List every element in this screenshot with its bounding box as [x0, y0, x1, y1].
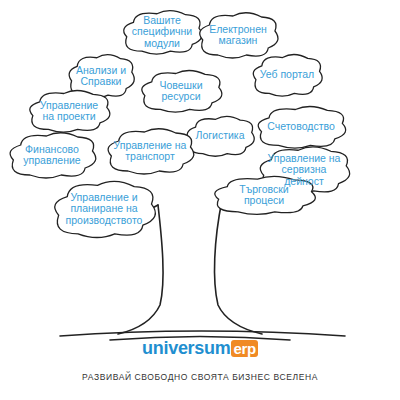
module-name: Логистика	[195, 130, 244, 142]
leaf-cloud: Счетоводство	[254, 104, 348, 150]
module-name: Анализи и Справки	[75, 65, 127, 88]
module-name: Електронен магазин	[205, 24, 271, 47]
cloud-shape	[142, 71, 222, 113]
logo-text: universum	[142, 338, 230, 358]
cloud-shape	[258, 107, 346, 149]
leaf-cloud: Логистика	[184, 114, 256, 158]
logo-text: erp	[231, 340, 257, 357]
trunk-right	[215, 200, 262, 334]
leaf-cloud: Управление и планиране на производството	[50, 178, 158, 240]
cloud-shape	[253, 55, 322, 97]
leaf-cloud: Човешки ресурси	[138, 68, 224, 114]
module-name: Управление и планиране на производството	[59, 192, 149, 227]
cloud-shape	[55, 181, 156, 237]
module-name: Финансово управление	[15, 144, 89, 167]
module-name: Управление на сервизна дейност	[265, 153, 343, 188]
leaf-cloud: Финансово управление	[6, 130, 98, 180]
module-name: Човешки ресурси	[147, 80, 215, 103]
leaf-cloud: Уеб портал	[250, 52, 324, 98]
cloud-shape	[10, 133, 96, 178]
cloud-shape	[187, 116, 254, 156]
cloud-shape	[124, 11, 202, 54]
brand-logo: universumerp	[0, 338, 400, 359]
leaf-cloud: Управление на транспорт	[104, 126, 196, 176]
leaf-cloud: Управление на проекти	[26, 88, 112, 134]
module-name: Търговски процеси	[219, 184, 309, 207]
module-name: Управление на транспорт	[113, 140, 187, 163]
cloud-shape	[30, 91, 110, 133]
cloud-shape	[200, 13, 278, 58]
cloud-shape	[215, 176, 316, 214]
leaf-cloud: Вашите специфични модули	[120, 8, 204, 56]
ground-line	[60, 331, 345, 336]
module-name: Уеб портал	[260, 69, 314, 81]
leaf-cloud: Електронен магазин	[196, 10, 280, 60]
module-name: Вашите специфични модули	[129, 15, 195, 50]
cloud-shape	[108, 129, 194, 174]
module-name: Счетоводство	[267, 121, 335, 133]
slogan-caption: РАЗВИВАЙ СВОБОДНО СВОЯТА БИЗНЕС ВСЕЛЕНА	[0, 372, 400, 382]
module-name: Управление на проекти	[35, 100, 103, 123]
